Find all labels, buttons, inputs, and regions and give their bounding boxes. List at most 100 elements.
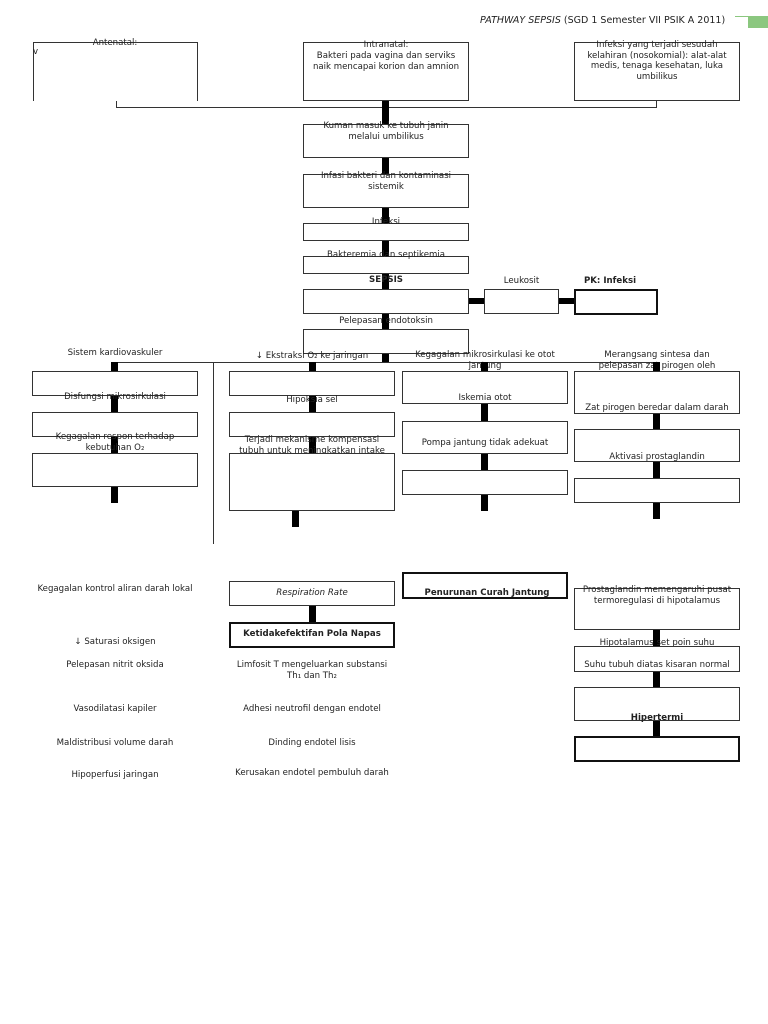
col2-item: Kerusakan endotel pembuluh darah bbox=[235, 768, 389, 778]
col2-box-2 bbox=[229, 412, 395, 437]
infeksi-box bbox=[303, 223, 469, 241]
col1-item: ↓ Saturasi oksigen bbox=[74, 637, 156, 647]
col3-iskemia-label: Iskemia otot bbox=[458, 393, 512, 403]
connector-antenatal-down bbox=[116, 101, 117, 108]
arrow-col1-1 bbox=[111, 362, 118, 372]
arrow-col1-3 bbox=[111, 437, 118, 453]
invasi-label: Infasi bakteri dan kontaminasi sistemik bbox=[320, 171, 452, 192]
col2-item: Limfosit T mengeluarkan substansi Th₁ da… bbox=[236, 660, 388, 681]
col2-item: Adhesi neutrofil dengan endotel bbox=[243, 704, 381, 714]
leukosit-box bbox=[484, 289, 559, 314]
col2-rr-label: Respiration Rate bbox=[276, 588, 348, 598]
col1-kegagalan-respon-label: Kegagalan respon terhadap kebutuhan O₂ bbox=[55, 432, 175, 453]
arrow-bakteremia-sepsis bbox=[382, 274, 389, 290]
arrow-col1-2 bbox=[111, 396, 118, 412]
arrow-col3-2 bbox=[481, 404, 488, 421]
arrow-col3-1 bbox=[481, 362, 488, 372]
arrow-col4-2 bbox=[653, 414, 660, 430]
col4-suhu-box bbox=[574, 687, 740, 721]
intranatal-title: Intranatal: bbox=[363, 40, 409, 50]
arrow-col4-1 bbox=[653, 362, 660, 372]
arrow-col2-1 bbox=[309, 362, 316, 372]
invasi-box bbox=[303, 174, 469, 208]
bakteremia-label: Bakteremia dan septikemia bbox=[326, 250, 446, 260]
col4-set-point-box bbox=[574, 646, 740, 672]
col2-item: Dinding endotel lisis bbox=[268, 738, 356, 748]
pk-infeksi-label: PK: Infeksi bbox=[583, 276, 637, 286]
col1-box-3 bbox=[32, 453, 198, 487]
col3-box-2 bbox=[402, 421, 568, 454]
col3-box-1 bbox=[402, 371, 568, 404]
col3-diagnosis-box bbox=[402, 572, 568, 599]
arrow-sepsis-leukosit bbox=[469, 298, 485, 304]
header-title-rest: (SGD 1 Semester VII PSIK A 2011) bbox=[560, 15, 726, 26]
arrow-col2-4 bbox=[292, 511, 299, 527]
endotoksin-label: Pelepasan endotoksin bbox=[339, 316, 433, 326]
antenatal-box bbox=[33, 42, 198, 101]
arrow-endotoksin-down bbox=[382, 354, 389, 363]
col3-box-3 bbox=[402, 470, 568, 495]
arrow-col3-4 bbox=[481, 495, 488, 511]
col4-box-3 bbox=[574, 478, 740, 503]
pk-infeksi-box bbox=[574, 289, 658, 315]
arrow-col2-3 bbox=[309, 437, 316, 453]
connector-left-long bbox=[213, 362, 214, 544]
arrow-intranatal-kuman bbox=[382, 101, 389, 125]
col1-disfungsi-label: Disfungsi mikrosirkulasi bbox=[64, 392, 166, 402]
col2-diagnosis-box bbox=[229, 622, 395, 648]
arrow-col3-3 bbox=[481, 454, 488, 470]
col2-rr-box bbox=[229, 581, 395, 606]
col4-termoregulasi-label: Prostaglandin memengaruhi pusat termoreg… bbox=[582, 585, 732, 606]
col4-box-1 bbox=[574, 371, 740, 414]
arrow-col2-2 bbox=[309, 396, 316, 412]
col1-item: Maldistribusi volume darah bbox=[56, 738, 174, 748]
header-rule bbox=[735, 16, 749, 17]
arrow-col4-7 bbox=[653, 721, 660, 737]
arrow-kuman-invasi bbox=[382, 158, 389, 175]
arrow-col4-3 bbox=[653, 462, 660, 478]
kuman-label: Kuman masuk ke tubuh janin melalui umbil… bbox=[323, 121, 449, 142]
arrow-invasi-infeksi bbox=[382, 208, 389, 224]
col2-box-1 bbox=[229, 371, 395, 396]
page-header: PATHWAY SEPSIS (SGD 1 Semester VII PSIK … bbox=[480, 15, 725, 26]
arrow-col4-6 bbox=[653, 672, 660, 688]
col1-item: Vasodilatasi kapiler bbox=[73, 704, 157, 714]
col4-pirogen-label: Zat pirogen beredar dalam darah bbox=[585, 403, 729, 413]
col3-diagnosis-label: Penurunan Curah Jantung bbox=[424, 588, 550, 598]
col1-heading: Sistem kardiovaskuler bbox=[67, 348, 163, 358]
arrow-leukosit-pk bbox=[559, 298, 575, 304]
arrow-col4-4 bbox=[653, 503, 660, 519]
sepsis-label: SEPSIS bbox=[369, 275, 403, 285]
col4-set-point-label: Hipotalamus set poin suhu bbox=[599, 638, 715, 648]
intranatal-body: Bakteri pada vagina dan serviks naik men… bbox=[312, 51, 460, 72]
header-title-italic: PATHWAY SEPSIS bbox=[480, 15, 561, 26]
infeksi-label: Infeksi bbox=[371, 217, 401, 227]
antenatal-fragment: v bbox=[33, 47, 39, 57]
arrow-sepsis-endotoksin bbox=[382, 314, 389, 330]
nosokomial-label: Infeksi yang terjadi sesudah kelahiran (… bbox=[587, 40, 727, 82]
connector-nosokomial-down bbox=[656, 101, 657, 108]
col4-termoregulasi-box bbox=[574, 588, 740, 630]
col1-item: Kegagalan kontrol aliran darah lokal bbox=[37, 584, 193, 594]
leukosit-label: Leukosit bbox=[503, 276, 540, 286]
bakteremia-box bbox=[303, 256, 469, 274]
arrow-col4-5 bbox=[653, 630, 660, 646]
col1-item: Pelepasan nitrit oksida bbox=[66, 660, 164, 670]
arrow-col2-rr-diagnosis bbox=[309, 606, 316, 622]
col2-heading: ↓ Ekstraksi O₂ ke jaringan bbox=[255, 351, 369, 361]
col4-suhu-label: Suhu tubuh diatas kisaran normal bbox=[584, 660, 730, 670]
arrow-infeksi-bakteremia bbox=[382, 241, 389, 257]
col2-box-3 bbox=[229, 453, 395, 511]
arrow-col1-4 bbox=[111, 487, 118, 503]
col2-diagnosis-label: Ketidakefektifan Pola Napas bbox=[243, 629, 381, 639]
col4-diagnosis-label: Hipertermi bbox=[630, 713, 684, 723]
col1-item: Hipoperfusi jaringan bbox=[71, 770, 159, 780]
intranatal-box bbox=[303, 42, 469, 101]
col4-prostaglandin-label: Aktivasi prostaglandin bbox=[609, 452, 705, 462]
col3-pompa-label: Pompa jantung tidak adekuat bbox=[421, 438, 549, 448]
connector-branch-line bbox=[115, 362, 657, 363]
col1-box-1 bbox=[32, 371, 198, 396]
endotoksin-box bbox=[303, 329, 469, 354]
col4-diagnosis-box bbox=[574, 736, 740, 762]
nosokomial-box bbox=[574, 42, 740, 101]
